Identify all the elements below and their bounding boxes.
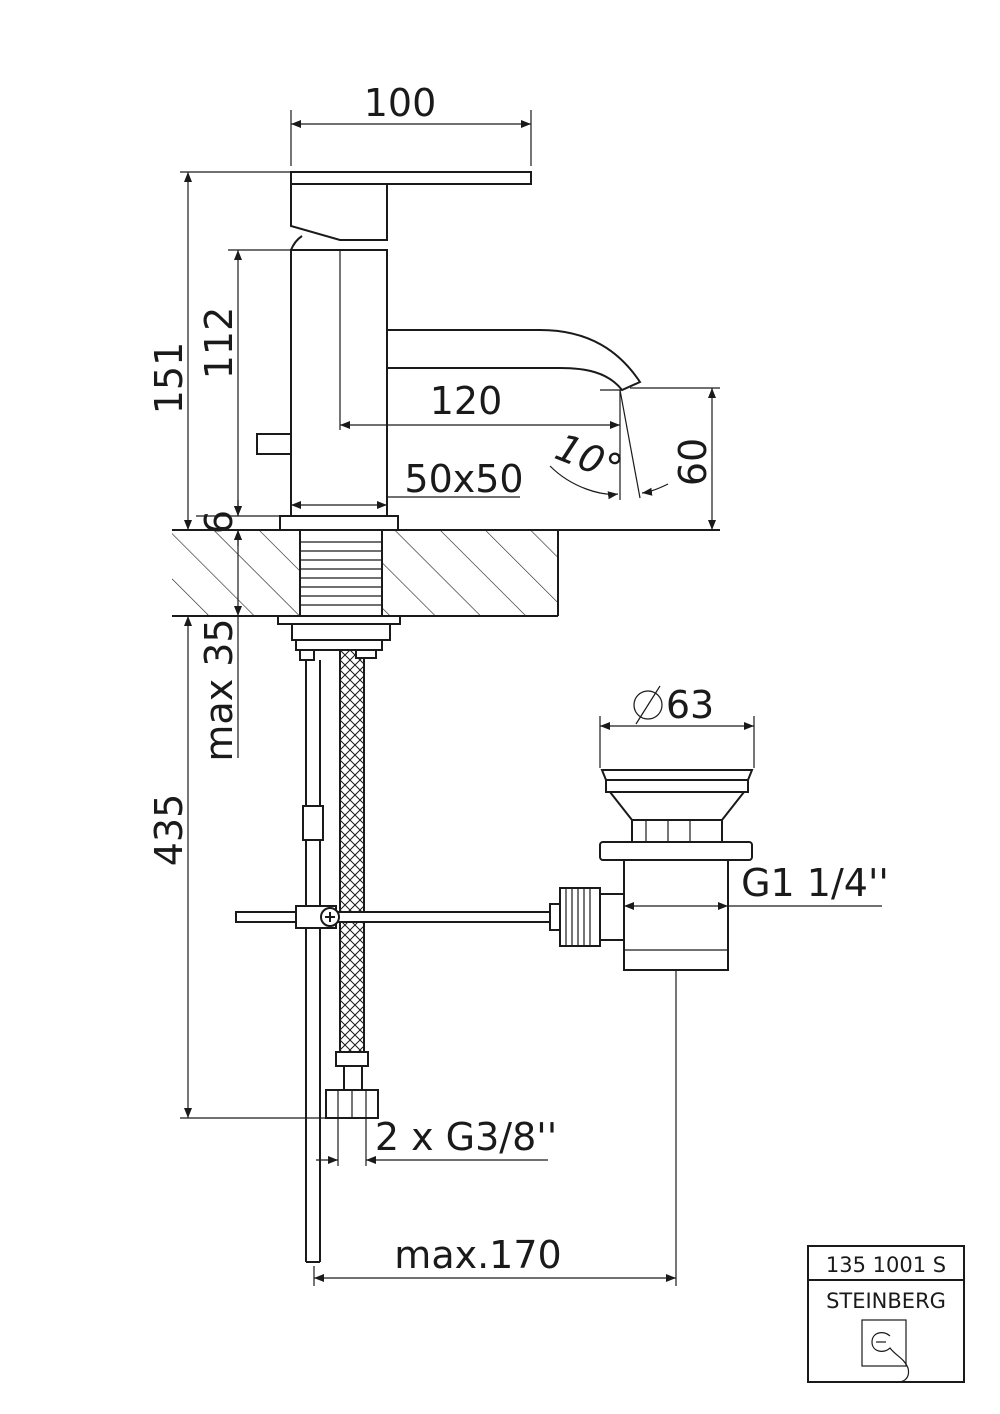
dimension-spout-reach: 120	[340, 379, 621, 500]
faucet-body	[256, 249, 642, 531]
dimension-hose-thread: 2 x G3/8''	[316, 1115, 557, 1166]
dimension-drain-thread: G1 1/4''	[624, 861, 889, 910]
braided-hose	[325, 649, 379, 1119]
threaded-shank	[277, 529, 401, 651]
dimension-spout-reach-label: 120	[430, 379, 503, 423]
dimension-width: 100	[290, 81, 532, 166]
dimension-spout-height: 60	[630, 387, 720, 530]
popup-rod	[235, 649, 557, 1263]
dimension-counter-thickness-label: max 35	[197, 618, 241, 761]
dimension-body-height: 112	[197, 249, 291, 516]
title-block: 135 1001 S STEINBERG	[807, 1245, 965, 1383]
article-number: 135 1001 S	[826, 1253, 946, 1277]
dimension-spout-height-label: 60	[671, 438, 715, 486]
dimension-rod-length-label: max.170	[394, 1233, 561, 1277]
dimension-total-height-label: 151	[147, 342, 191, 415]
dimension-base-plate-label: 6	[197, 510, 241, 534]
dimension-body-height-label: 112	[197, 307, 241, 380]
dimension-hose-length-label: 435	[147, 794, 191, 867]
dimension-drain-thread-label: G1 1/4''	[741, 861, 889, 905]
dimension-total-height: 151	[147, 171, 291, 530]
dimension-spout-angle: 10°	[549, 389, 669, 500]
countertop	[172, 529, 720, 617]
dimension-drain-diameter: 63	[599, 683, 755, 768]
drain-assembly	[549, 769, 754, 971]
dimension-base-size: 50x50	[291, 457, 524, 509]
dimension-counter-thickness: max 35	[197, 530, 242, 762]
dimension-width-label: 100	[364, 81, 437, 125]
dimension-base-size-label: 50x50	[404, 457, 523, 501]
dimension-spout-angle-label: 10°	[549, 425, 628, 491]
dimension-hose-thread-label: 2 x G3/8''	[375, 1115, 557, 1159]
handle-lever	[290, 171, 532, 251]
brand-name: STEINBERG	[826, 1289, 946, 1313]
dimension-hose-length: 435	[147, 615, 326, 1119]
dimension-rod-length: max.170	[313, 970, 677, 1286]
dimension-drain-diameter-label: 63	[666, 683, 714, 727]
brand-logo-icon	[861, 1319, 910, 1383]
